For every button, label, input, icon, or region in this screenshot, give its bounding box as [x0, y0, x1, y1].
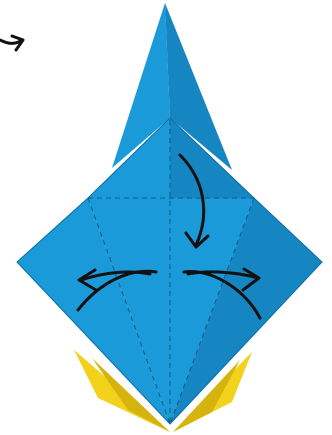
- turn-over-arrow-icon: [0, 36, 23, 50]
- upper-flap: [88, 118, 254, 198]
